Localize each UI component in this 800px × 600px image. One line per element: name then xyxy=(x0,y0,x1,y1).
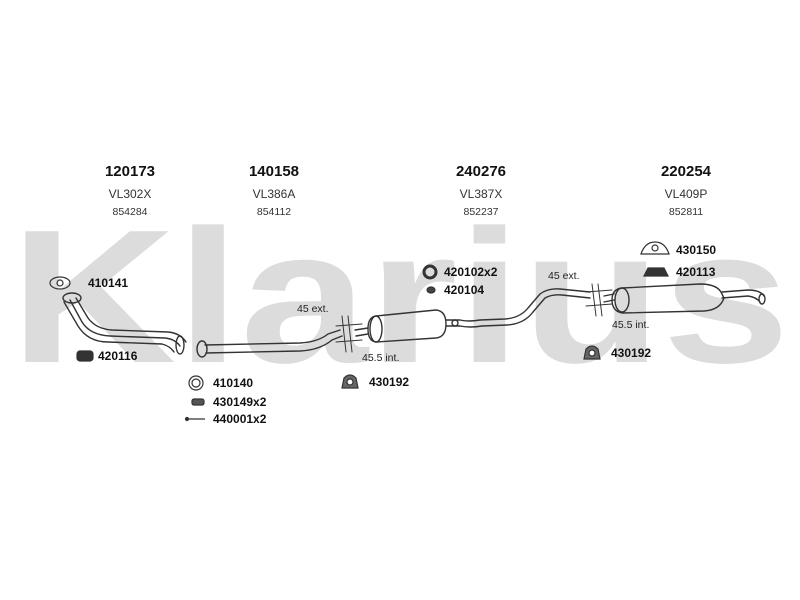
part-code: VL386A xyxy=(252,187,296,201)
accessory-label: 430150 xyxy=(676,243,717,257)
part-number: 240276 xyxy=(455,163,507,180)
ring-icon xyxy=(422,264,438,280)
accessory-label: 430149x2 xyxy=(213,395,267,409)
accessory-label: 420116 xyxy=(98,349,138,363)
clamp-marks-left xyxy=(335,315,363,353)
accessory-label: 420104 xyxy=(444,283,485,297)
accessory-label: 420113 xyxy=(676,265,716,279)
hanger-icon xyxy=(341,374,359,389)
accessory-label: 420102x2 xyxy=(444,265,498,279)
part-ref: 852237 xyxy=(463,206,499,218)
accessory-label: 410141 xyxy=(88,276,129,290)
dimension-annotation: 45.5 int. xyxy=(362,352,400,364)
part-ref: 854112 xyxy=(256,206,292,218)
dimension-annotation: 45 ext. xyxy=(548,270,580,282)
hanger-rear-icon xyxy=(583,345,601,360)
part-code: VL409P xyxy=(664,187,708,201)
screw-icon xyxy=(184,416,205,422)
part-code: VL302X xyxy=(108,187,152,201)
clamp-marks-right xyxy=(585,283,613,317)
dimension-annotation: 45.5 int. xyxy=(612,319,650,331)
mount-rear-icon xyxy=(643,267,669,277)
part-number: 120173 xyxy=(104,163,156,180)
gasket-rear-icon xyxy=(640,241,670,255)
rear-silencer xyxy=(603,283,766,314)
part-ref: 854284 xyxy=(112,206,148,218)
front-silencer xyxy=(354,288,591,343)
accessory-label: 430192 xyxy=(369,375,410,389)
sealing-ring-icon xyxy=(188,375,204,391)
watermark-text: Klarius xyxy=(10,191,790,403)
accessory-label: 430192 xyxy=(611,346,652,360)
front-pipe xyxy=(62,292,187,355)
part-number: 220254 xyxy=(660,163,712,180)
gasket-icon xyxy=(49,276,71,290)
clip-icon xyxy=(426,286,436,294)
dimension-annotation: 45 ext. xyxy=(297,303,329,315)
part-number: 140158 xyxy=(248,163,300,180)
centre-pipe xyxy=(196,329,343,358)
accessory-label: 440001x2 xyxy=(213,412,267,426)
bolt-icon xyxy=(191,398,205,406)
accessory-label: 410140 xyxy=(213,376,254,390)
part-ref: 852811 xyxy=(668,206,704,218)
rubber-mount-icon xyxy=(76,350,94,362)
part-code: VL387X xyxy=(459,187,503,201)
